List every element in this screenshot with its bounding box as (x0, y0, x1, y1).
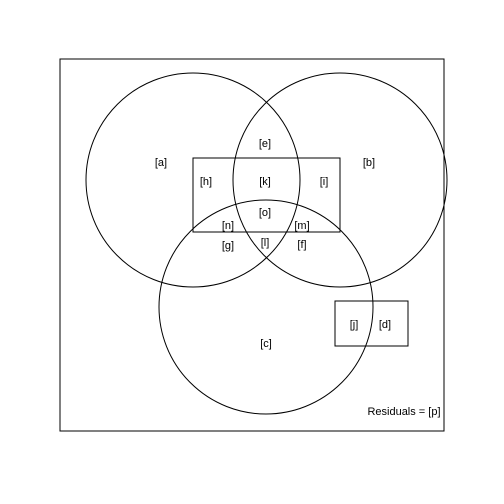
label-l: [l] (261, 237, 270, 249)
label-m: [m] (294, 220, 309, 232)
label-b: [b] (363, 157, 375, 169)
label-f: [f] (297, 239, 306, 251)
circle-a (85, 72, 301, 288)
label-e: [e] (259, 138, 271, 150)
label-o: [o] (259, 207, 271, 219)
residuals-label: Residuals = [p] (367, 406, 440, 418)
label-h: [h] (200, 176, 212, 188)
rect-small (334, 300, 409, 347)
label-j: [j] (350, 319, 359, 331)
label-n: [n] (222, 220, 234, 232)
label-c: [c] (260, 338, 272, 350)
rect-center (192, 157, 341, 233)
circle-b (232, 72, 448, 288)
label-k: [k] (259, 176, 271, 188)
label-i: [i] (320, 176, 329, 188)
label-d: [d] (379, 319, 391, 331)
label-a: [a] (155, 157, 167, 169)
label-g: [g] (222, 240, 234, 252)
circle-c (158, 199, 374, 415)
outer-frame (59, 58, 445, 432)
